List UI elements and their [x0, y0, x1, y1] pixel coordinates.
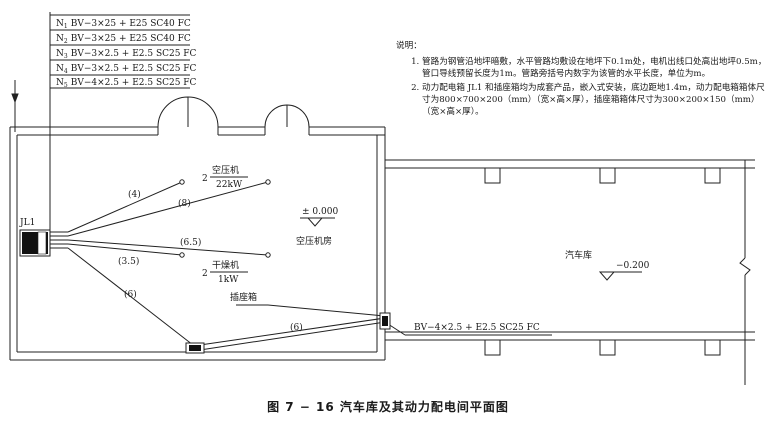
compressor-count: 2 [202, 174, 208, 184]
length-label-1: (4) [128, 189, 141, 200]
length-label-3: (6.5) [180, 237, 201, 248]
socket-box-label: 插座箱 [230, 291, 257, 303]
room-level: ± 0.000 [302, 207, 338, 217]
note-item: 管路为钢管沿地坪暗敷，水平管路均敷设在地坪下0.1m处，电机出线口处高出地坪0.… [422, 56, 768, 80]
dryer-name: 干燥机 [212, 259, 239, 271]
panel-label: JL1 [19, 218, 35, 228]
length-label-6: (6) [290, 322, 303, 333]
compressor-power: 22kW [216, 180, 243, 190]
distribution-panel-jl1 [19, 229, 51, 257]
note-item: 动力配电箱 JL1 和插座箱均为成套产品，嵌入式安装，底边距地1.4m，动力配电… [422, 82, 768, 118]
compressor-name: 空压机 [212, 164, 239, 176]
socket-box-wall [379, 312, 391, 330]
dryer-count: 2 [202, 269, 208, 279]
length-label-5: (6) [124, 289, 137, 300]
length-label-2: (8) [178, 198, 191, 209]
socket-cable-spec: BV−4×2.5 + E2.5 SC25 FC [414, 323, 540, 333]
dryer-power: 1kW [218, 275, 239, 285]
length-label-4: (3.5) [118, 256, 139, 267]
notes-title: 说明： [396, 41, 422, 51]
garage-name: 汽车库 [565, 249, 592, 261]
figure-caption: 图 7 − 16 汽车库及其动力配电间平面图 [267, 400, 509, 414]
compressor-terminal-1 [179, 179, 185, 185]
socket-box-bottom [185, 342, 205, 354]
dryer-terminal-2 [265, 252, 271, 258]
notes-list: 管路为钢管沿地坪暗敷，水平管路均敷设在地坪下0.1m处，电机出线口处高出地坪0.… [396, 56, 768, 118]
dryer-terminal-1 [179, 252, 185, 258]
garage-level: −0.200 [616, 261, 650, 271]
design-notes: 说明： 管路为钢管沿地坪暗敷，水平管路均敷设在地坪下0.1m处，电机出线口处高出… [396, 40, 768, 120]
room-name: 空压机房 [296, 235, 332, 247]
compressor-terminal-2 [265, 179, 271, 185]
